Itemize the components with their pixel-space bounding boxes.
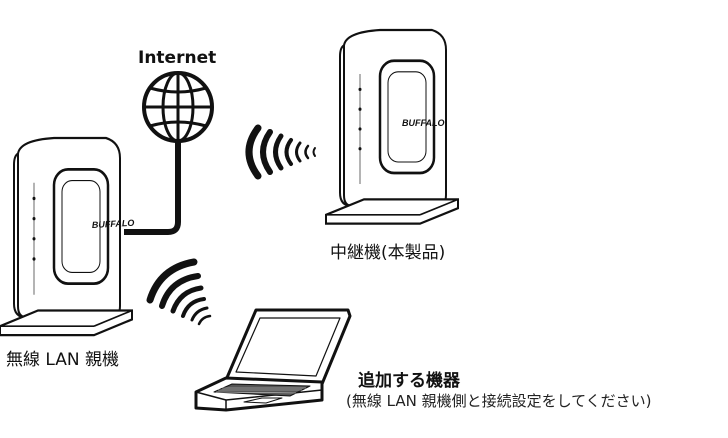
- router-label: 無線 LAN 親機: [6, 350, 120, 370]
- main-router-brand: BUFFALO: [92, 218, 135, 230]
- laptop-device: [194, 308, 352, 412]
- extender-label: 中継機(本製品): [330, 243, 446, 263]
- main-router-device: [0, 136, 134, 337]
- extender-brand: BUFFALO: [402, 118, 445, 128]
- added-device-label: 追加する機器: [358, 371, 460, 391]
- globe-icon: [142, 71, 214, 143]
- added-device-note: (無線 LAN 親機側と接続設定をしてください): [346, 392, 652, 410]
- internet-cable: [124, 141, 181, 235]
- wifi-waves-icon: [245, 124, 316, 180]
- wifi-waves-icon: [146, 258, 212, 326]
- internet-label: Internet: [138, 48, 217, 68]
